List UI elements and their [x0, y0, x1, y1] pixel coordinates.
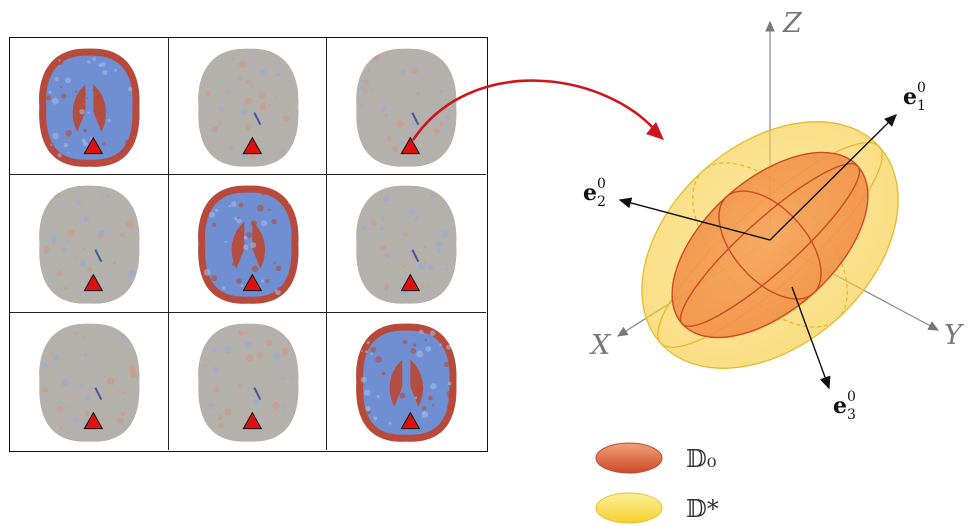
brain-slice-cell — [327, 38, 486, 176]
eigenvector-label-e3: e 0 3 — [833, 389, 856, 423]
svg-text:2: 2 — [597, 194, 606, 210]
lesion-marker — [400, 411, 421, 429]
brain-slice — [197, 48, 299, 167]
link-arrowhead — [646, 122, 664, 140]
brain-slice-grid — [9, 37, 488, 452]
lesion-marker — [83, 136, 104, 155]
link-arrow — [411, 79, 656, 141]
svg-text:0: 0 — [917, 80, 926, 96]
brain-slice-cell — [168, 175, 328, 313]
brain-slice — [356, 48, 457, 167]
eigenvector-label-e2: e 0 2 — [583, 176, 606, 210]
eigenvector-e2 — [618, 197, 771, 241]
brain-slice-cell — [10, 175, 169, 313]
z-axis-label: Z — [782, 8, 803, 39]
ellipsoid-d0 — [671, 151, 869, 339]
brain-slice-cell — [327, 313, 486, 450]
brain-slice-cell — [169, 312, 328, 450]
svg-text:1: 1 — [917, 98, 926, 114]
brain-slice — [197, 185, 299, 305]
legend-swatch-dstar — [595, 492, 663, 524]
brain-slice — [39, 185, 140, 305]
x-axis-label: X — [589, 330, 612, 361]
svg-text:0: 0 — [597, 176, 606, 192]
svg-text:e: e — [833, 393, 847, 419]
brain-slice-cell — [327, 175, 486, 313]
lesion-marker — [400, 273, 421, 292]
lesion-marker — [83, 411, 104, 429]
brain-slice-cell — [168, 38, 328, 176]
legend-label-dstar: 𝔻* — [686, 495, 719, 523]
brain-slice — [197, 323, 299, 442]
svg-text:e: e — [903, 84, 917, 110]
brain-slice — [39, 323, 140, 442]
brain-slice — [356, 185, 457, 305]
brain-slice-cell — [10, 38, 169, 176]
lesion-marker — [400, 136, 421, 155]
lesion-marker — [242, 136, 262, 155]
y-axis-label: Y — [944, 320, 964, 351]
lesion-marker — [242, 411, 262, 429]
svg-text:3: 3 — [847, 407, 856, 423]
legend: 𝔻₀ 𝔻* — [595, 442, 719, 524]
legend-label-d0: 𝔻₀ — [686, 445, 716, 473]
eigenvector-e3 — [791, 286, 831, 390]
legend-swatch-d0 — [595, 442, 663, 474]
lesion-marker — [242, 273, 262, 292]
svg-text:e: e — [583, 180, 597, 206]
brain-slice-cell — [10, 312, 169, 450]
lesion-marker — [83, 273, 104, 292]
svg-text:0: 0 — [847, 389, 856, 405]
eigenvector-e1 — [769, 114, 897, 241]
eigenvector-label-e1: e 0 1 — [903, 80, 926, 114]
